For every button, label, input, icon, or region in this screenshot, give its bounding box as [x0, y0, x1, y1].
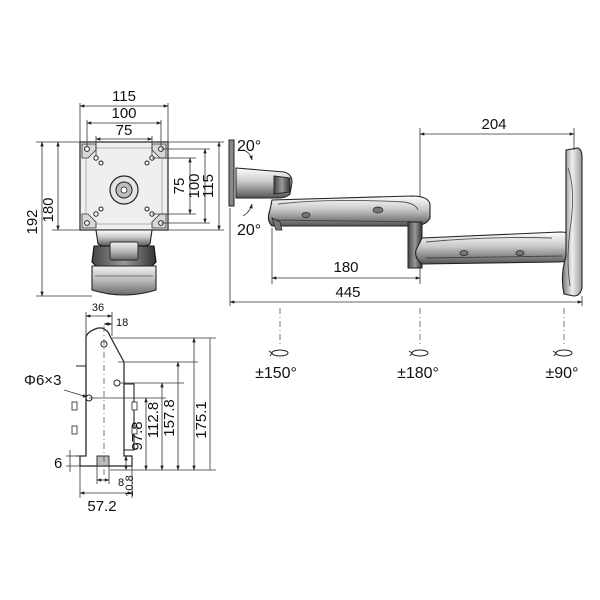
- dim-arm-depth: 204: [481, 116, 506, 133]
- arm-base: [91, 265, 157, 296]
- dim-157-8: 157.8: [161, 399, 178, 437]
- head-plate: [228, 139, 235, 207]
- dim-plate-width-outer: 115: [112, 88, 136, 105]
- lower-arm: [415, 231, 575, 265]
- dim-wall-offset: 18: [116, 317, 128, 329]
- vesa-hole: [84, 146, 164, 226]
- wall-plate-view: 36 18 Φ6×3 97.8 112.8 157.8 175.1 10.8 6: [24, 302, 216, 515]
- label-rotation-elbow: ±180°: [397, 365, 439, 382]
- rotation-icon-wall: [552, 349, 573, 357]
- rotation-icon-head: [268, 349, 289, 357]
- label-tilt-down: 20°: [237, 222, 261, 239]
- bottom-pin: [96, 455, 110, 467]
- dim-total-height: 192: [24, 209, 41, 234]
- wall-plate-side: [561, 147, 583, 297]
- dim-175-1: 175.1: [193, 401, 210, 439]
- dim-plate-width-inner: 75: [116, 122, 133, 139]
- upper-arm: [267, 195, 431, 227]
- mount-hole-right: [113, 379, 121, 387]
- dim-arm-total: 445: [335, 284, 360, 301]
- dim-8: 8: [118, 477, 124, 489]
- dim-plate-height: 180: [40, 197, 57, 222]
- label-hole-spec: Φ6×3: [24, 372, 61, 389]
- dim-wall-width: 36: [92, 302, 104, 314]
- dim-10-8: 10.8: [124, 475, 136, 496]
- front-view: 115 100 75 75 100 115 192 180: [24, 88, 224, 297]
- dim-97-8: 97.8: [129, 421, 146, 450]
- rotation-icon-elbow: [408, 349, 429, 357]
- dim-plate-height-outer: 115: [200, 174, 217, 198]
- dim-plate-height-inner: 75: [171, 178, 188, 195]
- label-rotation-head: ±150°: [255, 365, 297, 382]
- label-tilt-up: 20°: [237, 138, 261, 155]
- side-view: 20° 20° 204 180 445: [228, 116, 583, 382]
- dim-hole-dia: 6: [54, 455, 62, 472]
- dim-plate-height-mid: 100: [186, 173, 203, 198]
- dim-112-8: 112.8: [145, 402, 162, 438]
- wall-plate: [79, 327, 133, 467]
- label-rotation-wall: ±90°: [546, 365, 579, 382]
- dim-arm-mid: 180: [333, 259, 358, 276]
- dim-base-width: 57.2: [87, 498, 116, 515]
- dim-plate-width-mid: 100: [111, 105, 136, 122]
